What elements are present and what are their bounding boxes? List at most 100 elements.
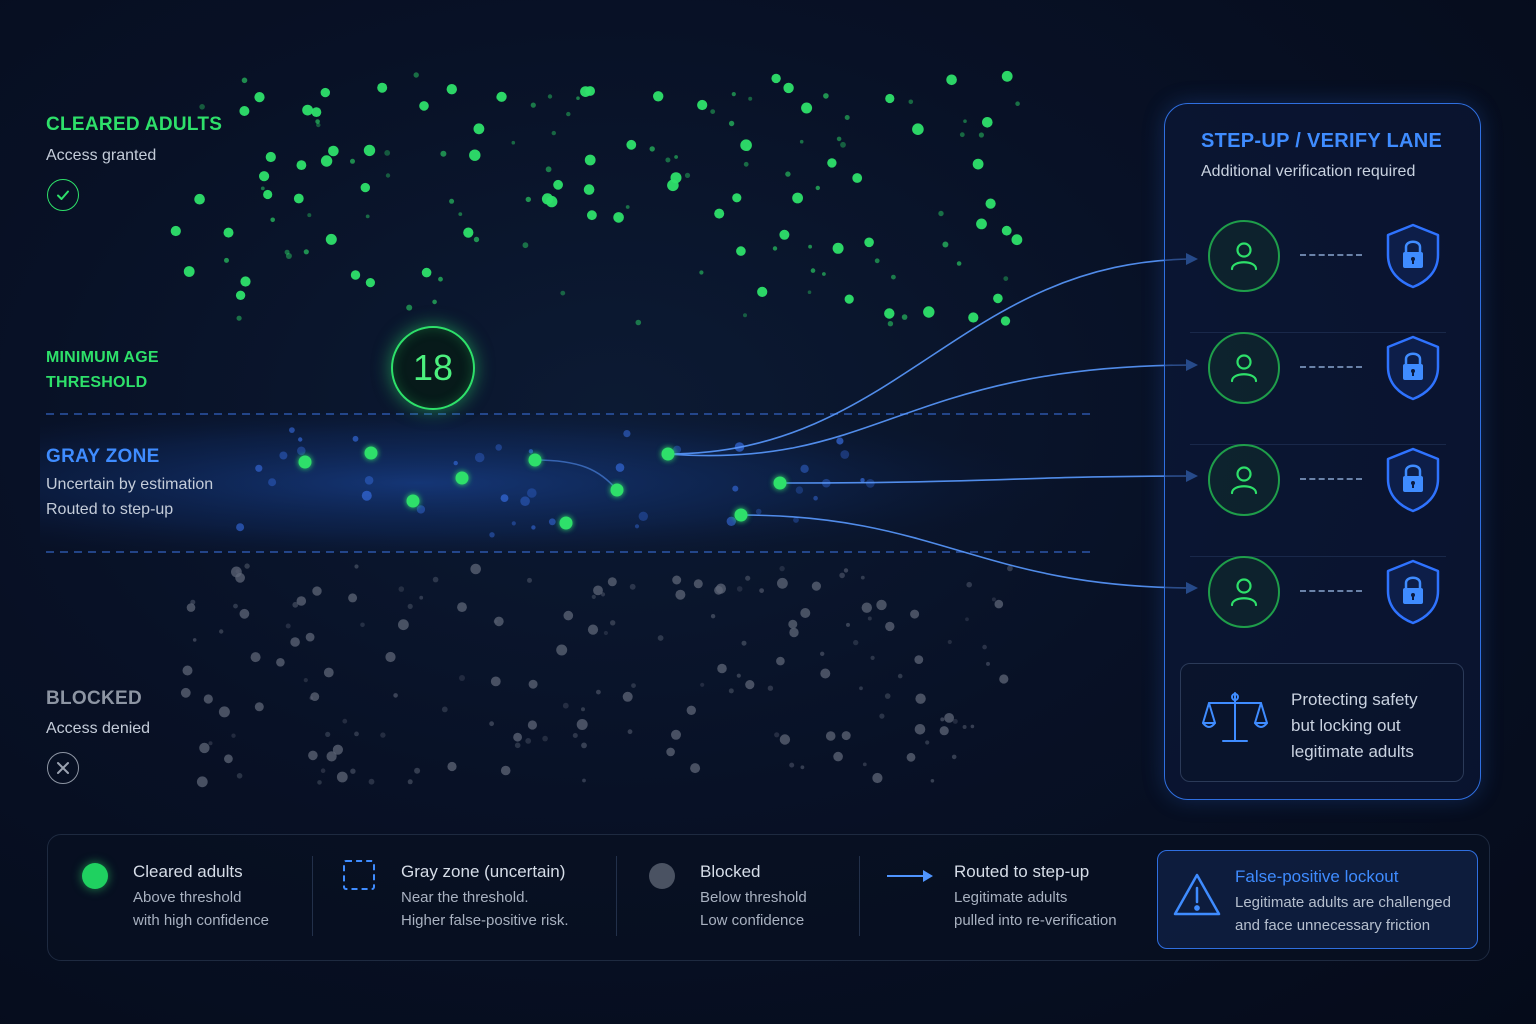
blocked-dot xyxy=(728,688,734,694)
user-icon xyxy=(1208,556,1280,628)
cleared-dot xyxy=(260,186,265,191)
cleared-dot xyxy=(315,119,320,124)
legend-gray-zone-title: Gray zone (uncertain) xyxy=(401,862,566,881)
blocked-dot xyxy=(710,614,716,619)
cleared-dot xyxy=(296,160,307,171)
cleared-dot xyxy=(328,146,333,151)
cleared-dot xyxy=(653,91,664,102)
cleared-dot xyxy=(635,319,642,326)
warning-icon xyxy=(1172,872,1222,923)
blocked-dot xyxy=(292,601,299,608)
blocked-dot xyxy=(629,583,636,590)
tradeoff-line3: legitimate adults xyxy=(1291,742,1414,761)
cleared-dot xyxy=(307,213,312,218)
cleared-dot xyxy=(832,242,844,254)
blocked-dot xyxy=(820,668,831,679)
cleared-dot xyxy=(684,172,691,178)
gray-zone-faint-dot xyxy=(800,464,809,473)
gray-zone-faint-dot xyxy=(623,430,631,438)
blocked-dot xyxy=(296,596,307,606)
blocked-dot xyxy=(774,732,780,738)
cleared-dot xyxy=(350,158,355,164)
cleared-dot xyxy=(328,145,339,157)
cleared-dot xyxy=(469,149,481,161)
cleared-dot xyxy=(553,179,563,190)
cleared-dot xyxy=(496,91,507,102)
blocked-dot xyxy=(607,577,617,587)
gray-zone-faint-dot xyxy=(865,479,875,488)
cleared-dot xyxy=(270,217,276,223)
blocked-dot xyxy=(470,563,482,575)
cleared-dot xyxy=(982,117,993,128)
cleared-dot xyxy=(978,132,985,138)
blocked-dot xyxy=(348,593,358,603)
cleared-dot xyxy=(792,192,803,204)
x-icon xyxy=(47,752,79,784)
cleared-dot xyxy=(807,290,812,295)
blocked-dot xyxy=(717,663,727,674)
cleared-dot xyxy=(284,249,290,255)
cleared-dot xyxy=(985,198,996,209)
legend-routed-line2: pulled into re-verification xyxy=(954,912,1117,929)
gray-zone-faint-dot xyxy=(511,521,516,526)
blocked-dot xyxy=(860,575,865,580)
cleared-dot xyxy=(265,151,276,163)
cleared-dot xyxy=(874,258,880,264)
legend-divider xyxy=(312,856,313,936)
check-icon xyxy=(47,179,79,211)
blocked-dot xyxy=(542,735,548,742)
blocked-dot xyxy=(354,564,359,569)
cleared-dot xyxy=(239,106,250,116)
tradeoff-line1: Protecting safety xyxy=(1291,690,1418,709)
arrow-right-icon xyxy=(887,866,935,891)
warning-line2: and face unnecessary friction xyxy=(1235,917,1431,934)
verify-lane-row xyxy=(1190,332,1446,445)
blocked-dot xyxy=(419,595,424,600)
blocked-dot xyxy=(631,683,636,688)
cleared-dot xyxy=(923,306,935,318)
cleared-dot xyxy=(302,104,313,116)
blocked-dot xyxy=(690,763,701,774)
blocked-dot xyxy=(236,773,243,779)
cleared-dot xyxy=(235,290,246,300)
cleared-dot xyxy=(785,171,791,177)
legend-cleared-line1: Above threshold xyxy=(133,889,242,906)
cleared-dot xyxy=(885,93,895,104)
warning-line1: Legitimate adults are challenged xyxy=(1235,894,1451,911)
blocked-dot xyxy=(861,602,872,613)
route-arrow-3 xyxy=(779,470,1198,484)
legend-item-routed: Routed to step-up Legitimate adults pull… xyxy=(954,862,1117,932)
gray-zone-faint-dot xyxy=(531,525,536,530)
blocked-dot xyxy=(862,762,867,767)
cleared-dot xyxy=(810,268,816,273)
blocked-dot xyxy=(610,620,616,626)
gray-zone-dot xyxy=(559,516,573,530)
cleared-dot xyxy=(710,109,716,114)
gray-zone-faint-dot xyxy=(755,508,762,515)
blocked-dot xyxy=(514,742,521,749)
blocked-dot xyxy=(407,779,413,785)
blocked-dot xyxy=(239,608,250,619)
shield-lock-icon xyxy=(1384,334,1442,407)
gray-zone-faint-dot xyxy=(297,446,306,456)
cleared-dot xyxy=(674,155,678,159)
cleared-dot xyxy=(511,140,516,145)
blocked-dot xyxy=(767,685,774,691)
cleared-dot xyxy=(613,212,624,223)
warning-title: False-positive lockout xyxy=(1235,867,1399,886)
gray-zone-line2: Routed to step-up xyxy=(46,501,174,518)
route-arrow-2 xyxy=(667,359,1198,457)
cleared-dot xyxy=(566,111,571,117)
blocked-dot xyxy=(622,691,633,702)
tradeoff-note: Protecting safety but locking out legiti… xyxy=(1291,687,1451,765)
gray-zone-faint-dot xyxy=(732,485,739,492)
blocked-dot xyxy=(872,772,883,784)
blocked-dot xyxy=(951,754,957,760)
age-threshold-badge: 18 xyxy=(391,326,475,410)
cleared-dot xyxy=(541,193,554,205)
cleared-dot xyxy=(963,119,967,123)
cleared-dot xyxy=(976,218,987,230)
blocked-dot xyxy=(859,686,863,691)
cleared-dot xyxy=(365,278,375,288)
cleared-dot xyxy=(625,205,630,209)
